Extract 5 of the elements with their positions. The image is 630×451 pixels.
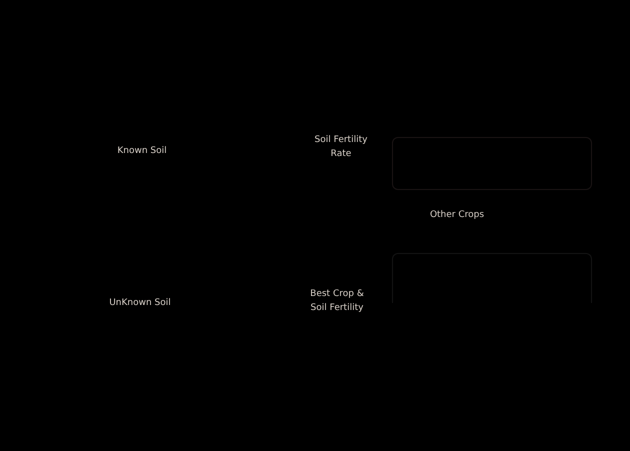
- node-label: Known Soil: [116, 145, 168, 158]
- node-label: Other Crops: [428, 209, 486, 222]
- node-label: Best Crop & Soil Fertility: [309, 288, 365, 315]
- node-label: UnKnown Soil: [108, 297, 172, 310]
- node-label: Soil Fertility Rate: [314, 134, 368, 161]
